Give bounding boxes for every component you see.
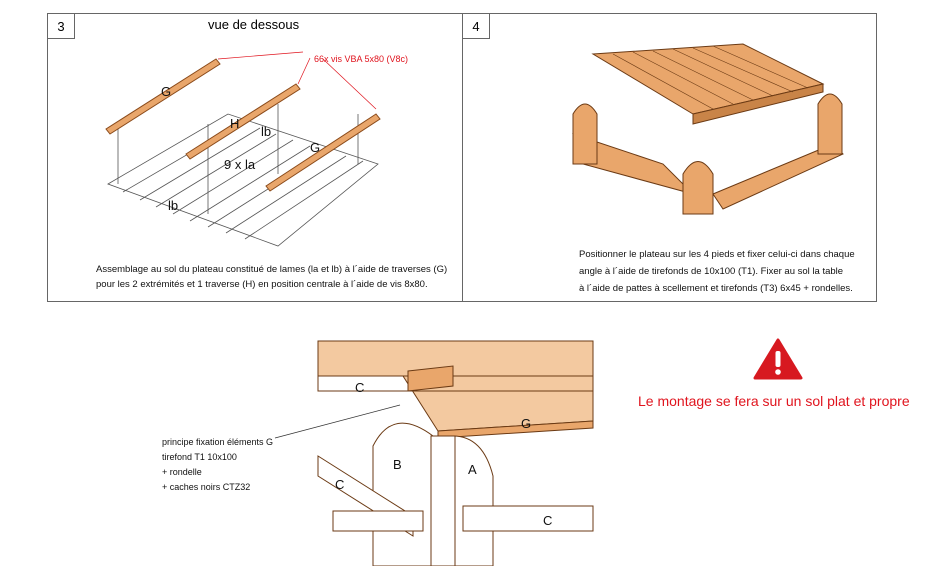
caption-line: angle à l´aide de tirefonds de 10x100 (T… bbox=[579, 266, 844, 277]
label-b: B bbox=[393, 457, 402, 472]
table-assembly-illustration bbox=[572, 43, 844, 215]
caption-line: à l´aide de pattes à scellement et tiref… bbox=[579, 283, 853, 294]
note-line: + rondelle bbox=[162, 467, 202, 477]
label-a: A bbox=[468, 462, 477, 477]
caption-line: Positionner le plateau sur les 4 pieds e… bbox=[579, 249, 855, 260]
label-c: C bbox=[355, 380, 364, 395]
label-g: G bbox=[161, 84, 171, 99]
label-lb: lb bbox=[261, 124, 271, 139]
step-number: 4 bbox=[463, 14, 490, 39]
label-lb-2: lb bbox=[168, 198, 178, 213]
screw-callout: 66x vis VBA 5x80 (V8c) bbox=[314, 54, 408, 64]
fixation-detail-illustration: C G B A C C bbox=[317, 340, 594, 566]
caption-line: Assemblage au sol du plateau constitué d… bbox=[96, 264, 448, 275]
step-3-caption: Assemblage au sol du plateau constitué d… bbox=[96, 262, 447, 292]
label-h: H bbox=[230, 116, 239, 131]
note-line: + caches noirs CTZ32 bbox=[162, 482, 251, 492]
step-4-caption: Positionner le plateau sur les 4 pieds e… bbox=[579, 246, 855, 297]
label-c-3: C bbox=[543, 513, 552, 528]
caption-line: pour les 2 extrémités et 1 traverse (H) … bbox=[96, 279, 428, 290]
warning-triangle-icon bbox=[753, 338, 803, 380]
warning-text: Le montage se fera sur un sol plat et pr… bbox=[638, 393, 910, 409]
note-line: tirefond T1 10x100 bbox=[162, 452, 237, 462]
step-number: 3 bbox=[48, 14, 75, 39]
step-4-panel: 4 Positionner le plateau sur les 4 pieds… bbox=[462, 13, 877, 302]
note-line: principe fixation éléments G bbox=[162, 437, 274, 447]
label-g-2: G bbox=[310, 140, 320, 155]
label-la: 9 x la bbox=[224, 157, 256, 172]
label-g: G bbox=[521, 416, 531, 431]
underside-assembly-illustration: G H lb G 9 x la lb 66x vis VBA 5x80 (V8c… bbox=[105, 51, 408, 247]
label-c-2: C bbox=[335, 477, 344, 492]
view-title: vue de dessous bbox=[208, 17, 300, 32]
step-3-panel: 3 vue de dessous G H lb G 9 x la lb 66x … bbox=[47, 13, 463, 302]
fixation-note: principe fixation éléments G tirefond T1… bbox=[162, 435, 273, 495]
leader-line bbox=[274, 404, 401, 439]
